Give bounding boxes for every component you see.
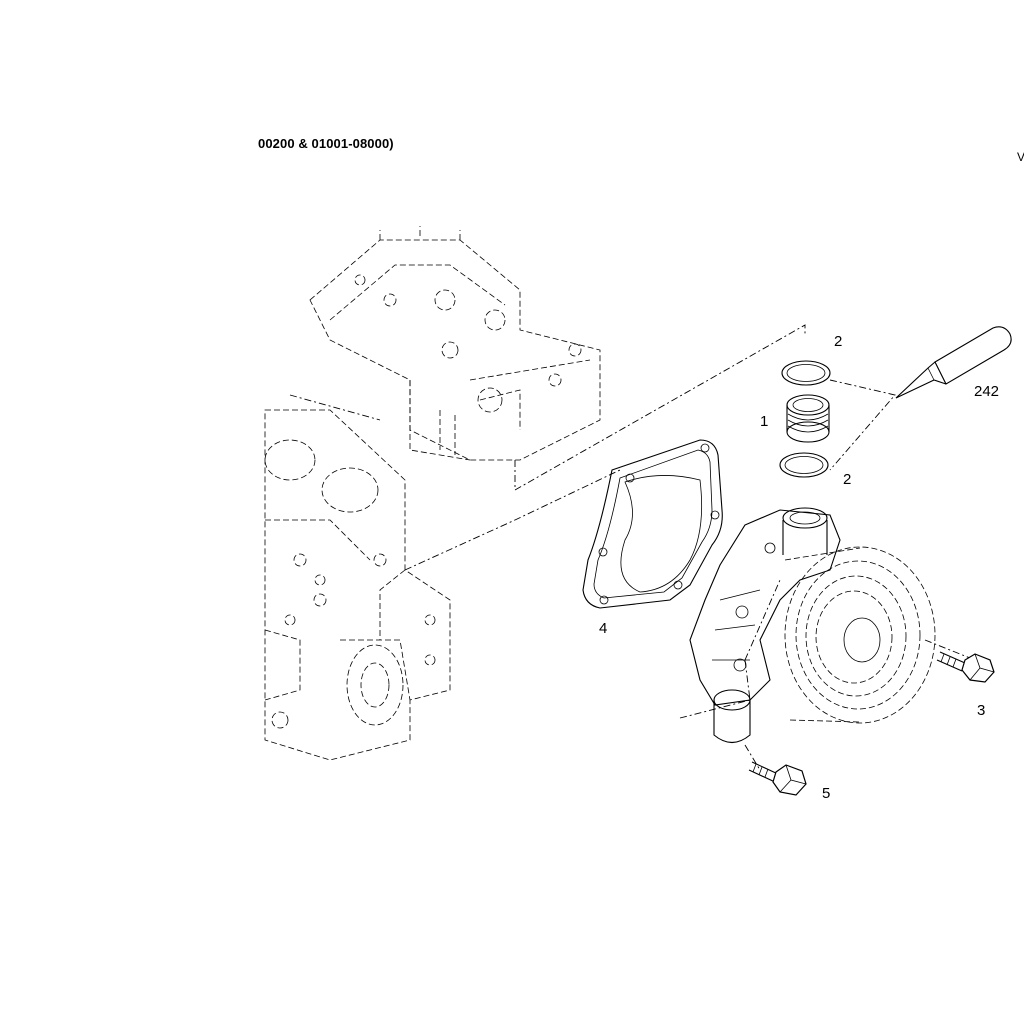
- corner-mark: V: [1017, 150, 1024, 164]
- o-ring-lower: [779, 452, 829, 478]
- callout-4: 4: [599, 620, 608, 637]
- bolt-3: [936, 651, 995, 683]
- sealant-tube: [895, 326, 1012, 399]
- assembly-lines: [289, 324, 976, 771]
- water-pump-gasket: [582, 439, 723, 609]
- coupling-sleeve: [786, 394, 830, 443]
- callout-1: 1: [760, 413, 769, 430]
- cylinder-head-ghost: [309, 226, 601, 461]
- callout-3: 3: [977, 702, 986, 719]
- diagram-title: 00200 & 01001-08000): [258, 136, 394, 151]
- water-pump-assembly: [689, 507, 936, 744]
- o-ring-upper: [781, 360, 831, 386]
- cylinder-block-ghost: [264, 409, 451, 761]
- bolt-5: [748, 761, 807, 796]
- callout-2-lower: 2: [843, 471, 852, 488]
- callout-5: 5: [822, 785, 831, 802]
- callout-2-upper: 2: [834, 333, 843, 350]
- callout-242: 242: [974, 383, 1000, 400]
